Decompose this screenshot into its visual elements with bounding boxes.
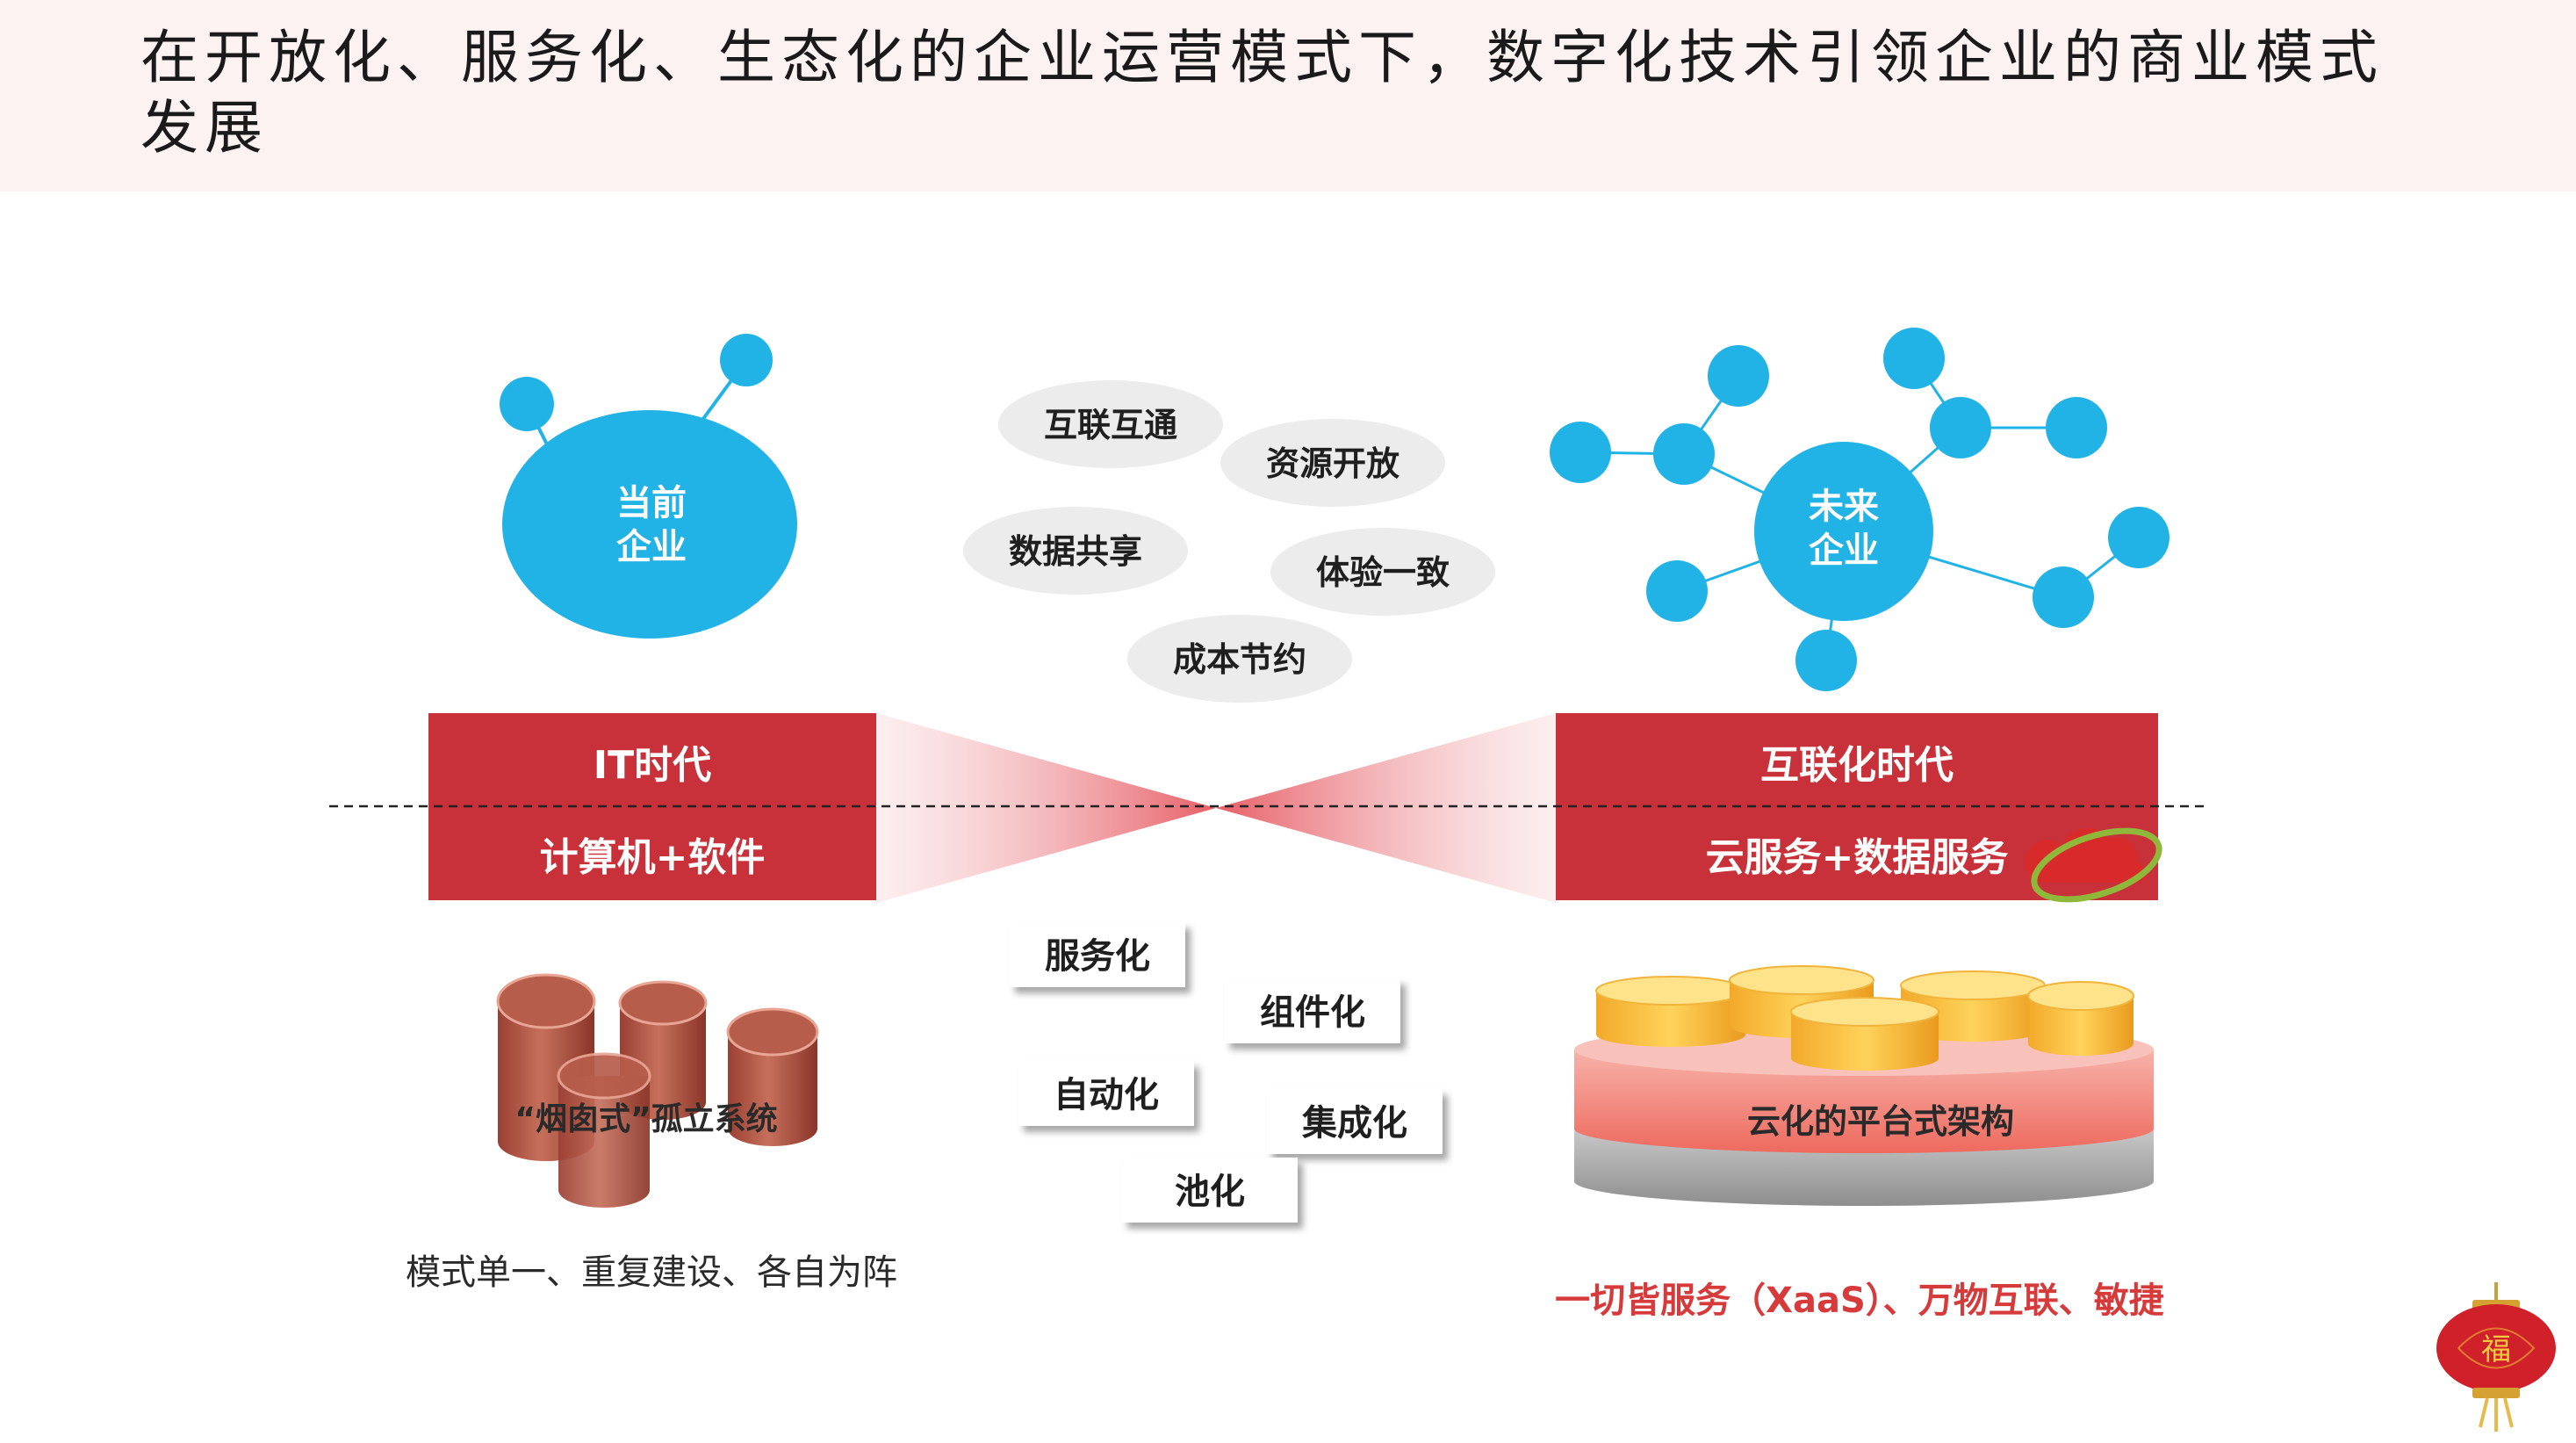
network-node [720, 334, 773, 386]
cloud-icon [2025, 827, 2162, 903]
network-node [1930, 397, 1991, 458]
trait-label: 体验一致 [1316, 553, 1450, 592]
platform-label: 云化的平台式架构 [1747, 1102, 2014, 1141]
future-enterprise-line1: 未来 [1809, 486, 1879, 527]
transformation-card [1010, 922, 1185, 987]
network-node [500, 377, 554, 431]
silo-label: “烟囱式”孤立系统 [514, 1101, 777, 1137]
silo-cylinder [557, 1052, 651, 1208]
it-era-sub: 计算机+软件 [540, 835, 766, 880]
lantern-icon: 福 [2436, 1282, 2556, 1432]
silo-cylinder [726, 1007, 819, 1146]
trait-label: 资源开放 [1266, 444, 1400, 483]
network-node [1646, 560, 1708, 622]
transformation-label: 自动化 [1054, 1075, 1159, 1115]
transformation-card [1018, 1061, 1194, 1126]
network-node [1708, 345, 1769, 407]
svg-text:福: 福 [2481, 1332, 2511, 1367]
trait-pill [998, 380, 1223, 468]
platform-cylinder [1595, 976, 1746, 1047]
trait-pill [1270, 528, 1495, 616]
future-enterprise-line2: 企业 [1809, 530, 1879, 571]
left-caption: 模式单一、重复建设、各自为阵 [406, 1252, 897, 1293]
current-enterprise-network: 当前 企业 [500, 334, 797, 639]
trait-pill [1220, 419, 1445, 507]
network-node [1653, 423, 1715, 485]
trait-label: 数据共享 [1009, 532, 1142, 571]
it-era-bar: IT时代 计算机+软件 [428, 713, 876, 900]
network-node [1795, 630, 1857, 691]
transformation-label: 池化 [1175, 1172, 1245, 1212]
transformation-card [1122, 1158, 1298, 1223]
current-enterprise-circle [502, 410, 797, 639]
platform-cylinder [1790, 997, 1939, 1071]
current-enterprise-line1: 当前 [616, 482, 687, 523]
transformation-card [1225, 978, 1400, 1043]
trait-cloud: 互联互通 资源开放 数据共享 体验一致 成本节约 [963, 380, 1495, 703]
header-band [0, 0, 2576, 191]
transformation-label: 集成化 [1301, 1103, 1407, 1144]
network-node [2046, 397, 2107, 458]
slide-title: 在开放化、服务化、生态化的企业运营模式下，数字化技术引领企业的商业模式发展 [140, 24, 2384, 162]
transformation-cards: 服务化 组件化 自动化 集成化 池化 [1010, 922, 1443, 1223]
transformation-label: 组件化 [1260, 992, 1365, 1033]
platform-illustration: 云化的平台式架构 [1574, 965, 2154, 1206]
trait-pill [963, 507, 1188, 595]
trait-label: 成本节约 [1173, 640, 1306, 679]
current-enterprise-line2: 企业 [616, 526, 687, 567]
trait-label: 互联互通 [1044, 406, 1177, 444]
right-caption: 一切皆服务（XaaS）、万物互联、敏捷 [1555, 1281, 2164, 1321]
internet-era-label: 互联化时代 [1760, 743, 1954, 788]
future-enterprise-network: 未来 企业 [1550, 328, 2169, 691]
platform-cylinder [2027, 981, 2134, 1056]
internet-era-sub: 云服务+数据服务 [1706, 835, 2009, 880]
transformation-card [1267, 1089, 1443, 1154]
future-enterprise-circle [1754, 442, 1933, 621]
network-node [2033, 566, 2094, 628]
transformation-label: 服务化 [1045, 936, 1150, 977]
trait-pill [1127, 615, 1352, 703]
network-node [1883, 328, 1945, 389]
silo-systems-illustration: “烟囱式”孤立系统 [496, 973, 819, 1208]
network-node [1550, 422, 1611, 483]
transition-hourglass [876, 713, 1556, 903]
network-node [2108, 507, 2169, 568]
it-era-label: IT时代 [594, 743, 711, 788]
